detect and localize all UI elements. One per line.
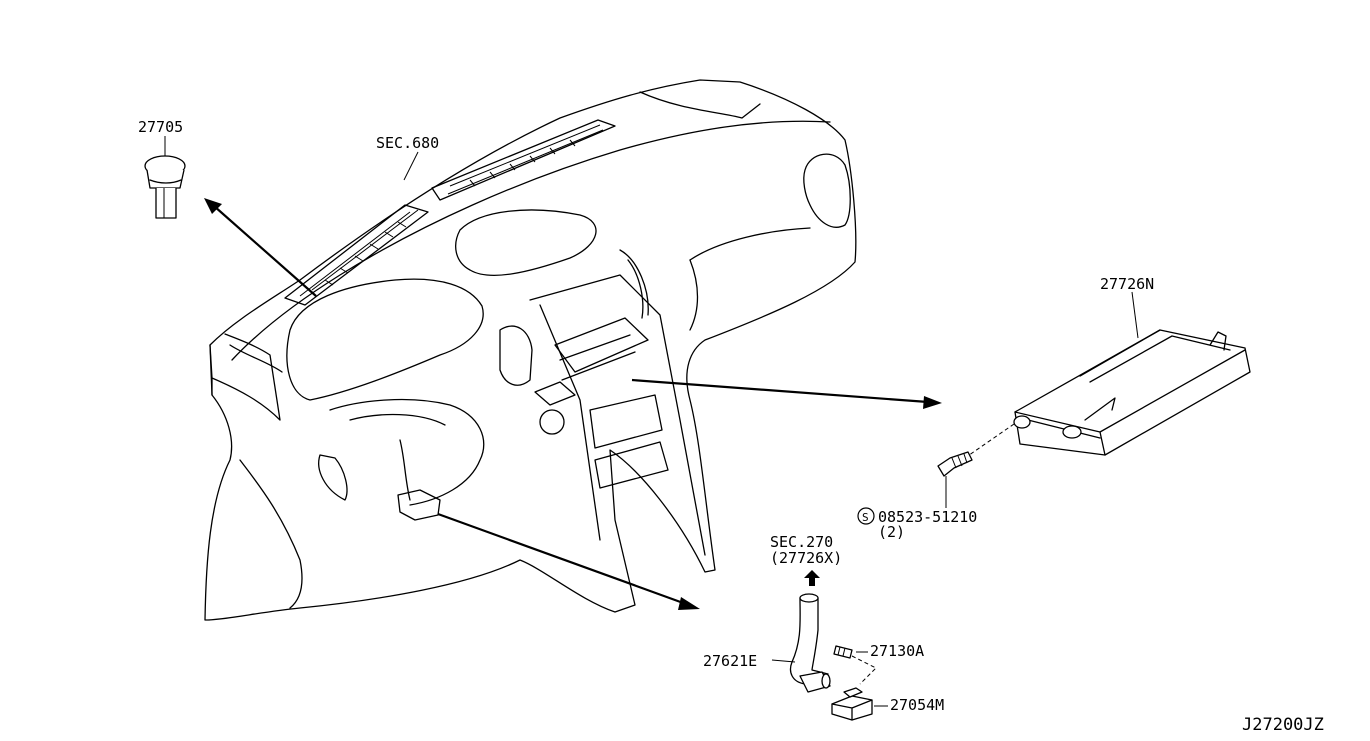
- arrow-to-27726N: [631, 378, 929, 404]
- instrument-panel: [204, 79, 857, 621]
- leader-arrows: [204, 151, 942, 610]
- label-sec270: SEC.270: [770, 533, 833, 551]
- label-27726N: 27726N: [1100, 275, 1154, 293]
- screw-icon: [937, 451, 973, 508]
- arrow-to-27705: [213, 205, 317, 297]
- label-sec680: SEC.680: [376, 134, 439, 152]
- screw-symbol-icon: [857, 507, 875, 525]
- label-27705: 27705: [138, 118, 183, 136]
- part-27130A-screw: [833, 645, 877, 685]
- label-screw: 08523-51210: [878, 508, 977, 526]
- label-27621E: 27621E: [703, 652, 757, 670]
- label-sec270-sub: (27726X): [770, 549, 842, 567]
- part-27705-sensor: [144, 136, 186, 219]
- label-27054M: 27054M: [890, 696, 944, 714]
- label-screw-qty: (2): [878, 523, 905, 541]
- up-arrow-icon: [804, 570, 820, 586]
- part-27054M-sensor: [831, 687, 888, 721]
- part-27621E-hose: [771, 593, 831, 693]
- label-27130A: 27130A: [870, 642, 924, 660]
- sec680-leader: [403, 151, 419, 181]
- diagram-id: J27200JZ: [1242, 715, 1324, 735]
- screw-symbol: S: [862, 511, 869, 524]
- arrow-to-27621E: [437, 512, 687, 606]
- part-27726N-unit: [961, 291, 1251, 461]
